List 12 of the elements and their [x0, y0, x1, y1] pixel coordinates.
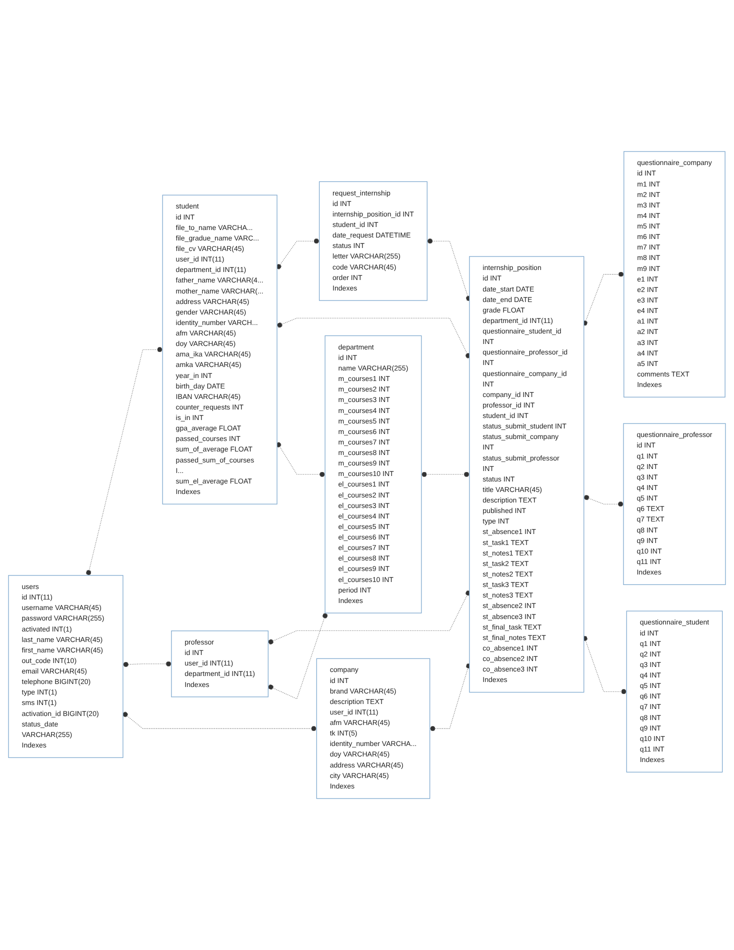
- connector: [122, 661, 172, 668]
- connector: [268, 612, 328, 700]
- connector: [276, 318, 471, 359]
- connector: [421, 472, 470, 477]
- connector: [122, 712, 317, 732]
- connector: [584, 494, 624, 507]
- connector: [582, 635, 627, 694]
- connector: [276, 238, 320, 270]
- connector: [268, 590, 471, 644]
- connector: [276, 442, 326, 477]
- connector: [86, 346, 163, 576]
- connector: [582, 272, 624, 326]
